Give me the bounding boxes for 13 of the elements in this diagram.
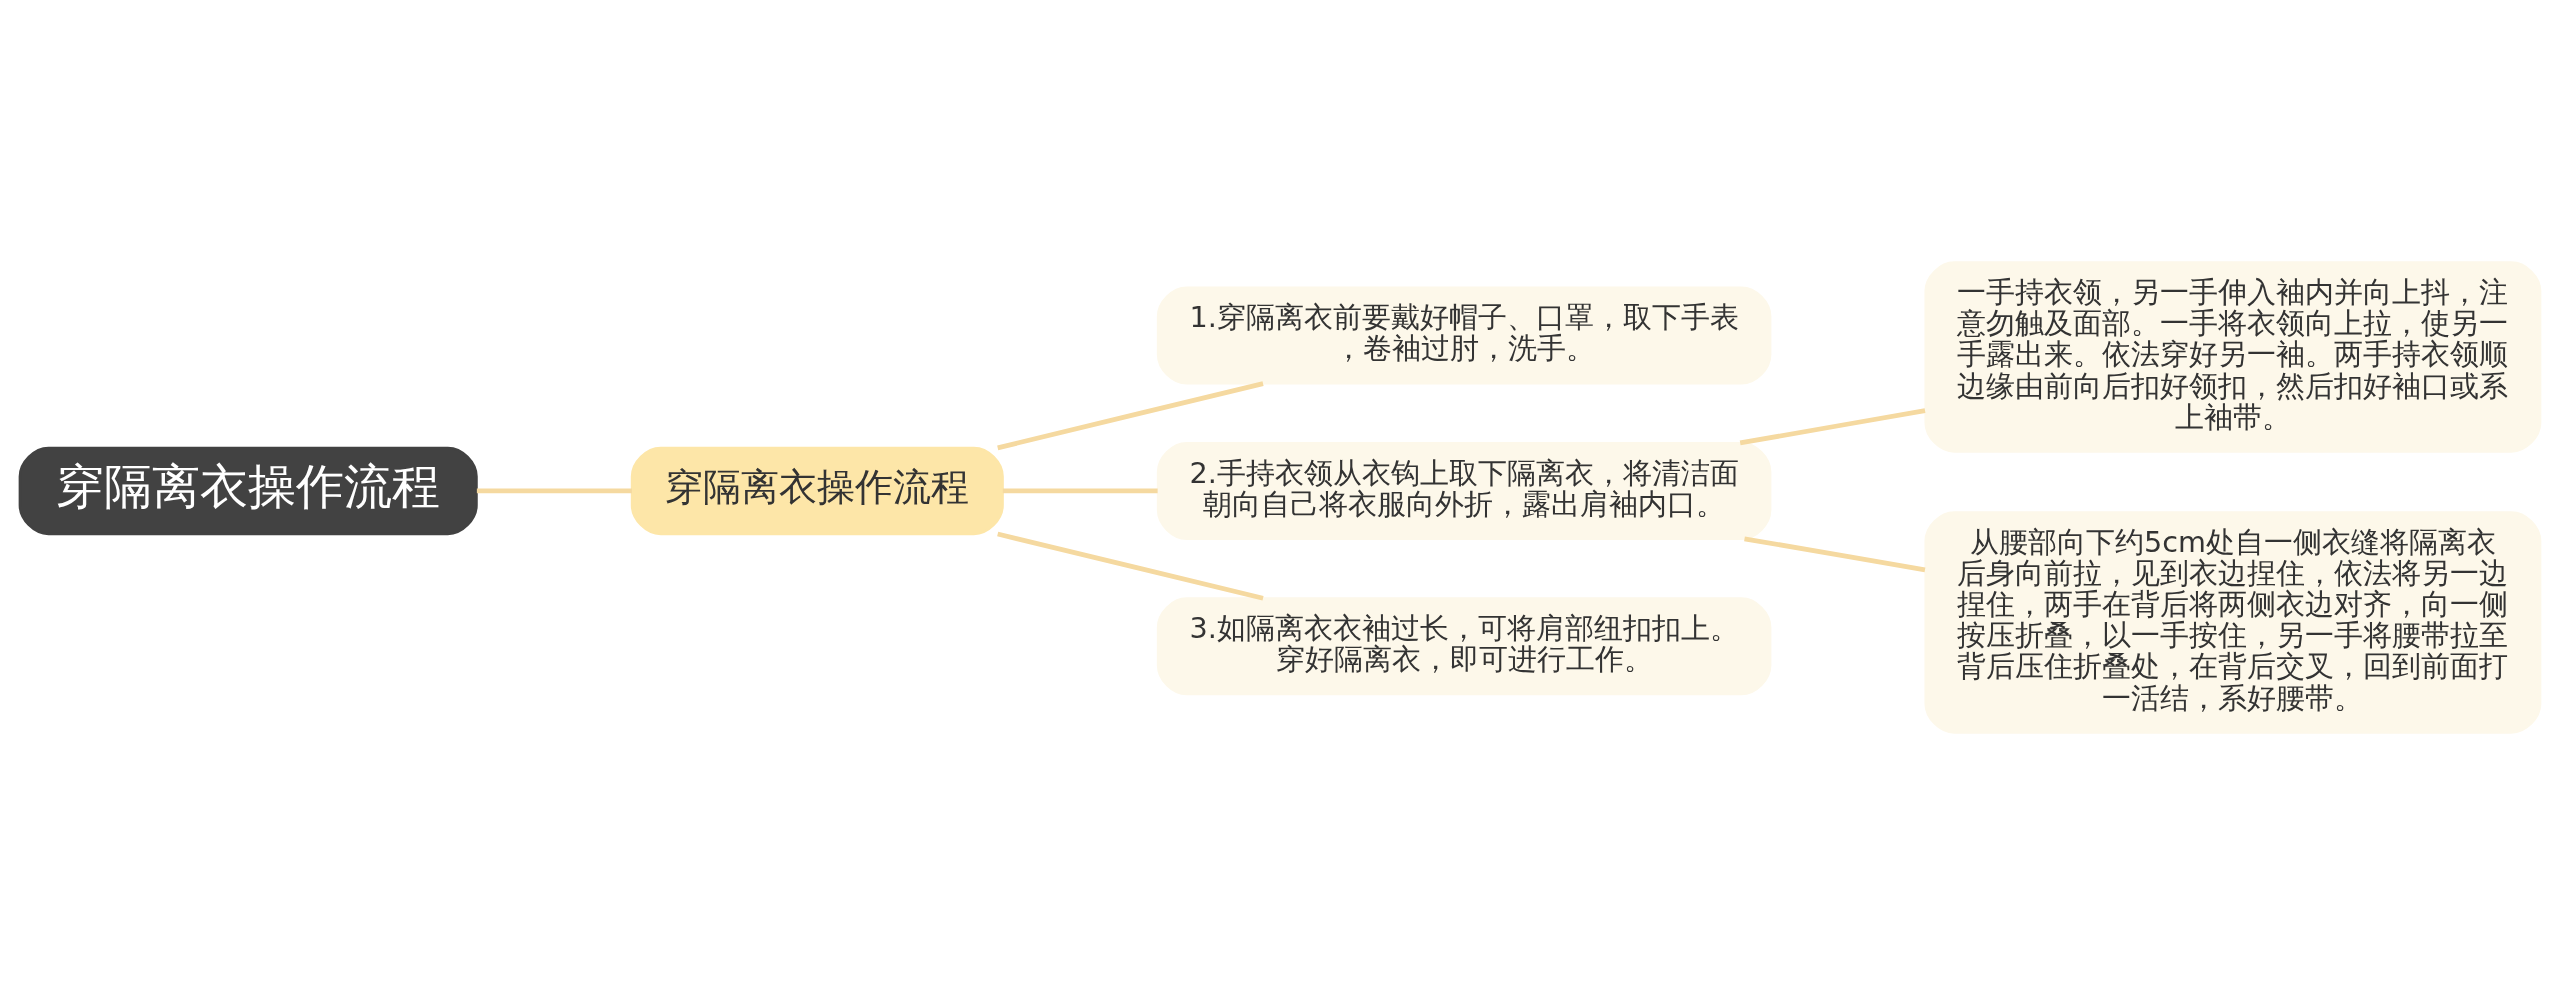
node-box: 穿隔离衣操作流程 (630, 446, 1004, 535)
node-box: 1.穿隔离衣前要戴好帽子、口罩，取下手表，卷袖过肘，洗手。 (1156, 285, 1772, 384)
connector (1744, 535, 1926, 572)
connector (997, 531, 1264, 601)
node-box: 一手持衣领，另一手伸入袖内并向上抖，注意勿触及面部。一手将衣领向上拉，使另一手露出来。依法穿好另一袖。两手持衣领顺边缘由前向后扣好领扣，然后扣好袖口或系上袖带。 (1924, 260, 2542, 453)
connector (1002, 488, 1158, 493)
connector (1739, 407, 1926, 445)
node-box: 从腰部向下约5cm处自一侧衣缝将隔离衣后身向前拉，见到衣边捏住，依法将另一边捏住，两手在背后将两侧衣边对齐，向一侧按压折叠，以一手按住，另一手将腰带拉至背后压住折叠处，在背后交叉，回到前面打一活结，系好腰带。 (1924, 510, 2542, 734)
connector (476, 488, 632, 493)
node-box: 3.如隔离衣衣袖过长，可将肩部纽扣扣上。穿好隔离衣，即可进行工作。 (1156, 596, 1772, 695)
node-box: 穿隔离衣操作流程 (18, 446, 478, 535)
connector (997, 380, 1264, 450)
node-box: 2.手持衣领从衣钩上取下隔离衣，将清洁面朝向自己将衣服向外折，露出肩袖内口。 (1156, 441, 1772, 540)
